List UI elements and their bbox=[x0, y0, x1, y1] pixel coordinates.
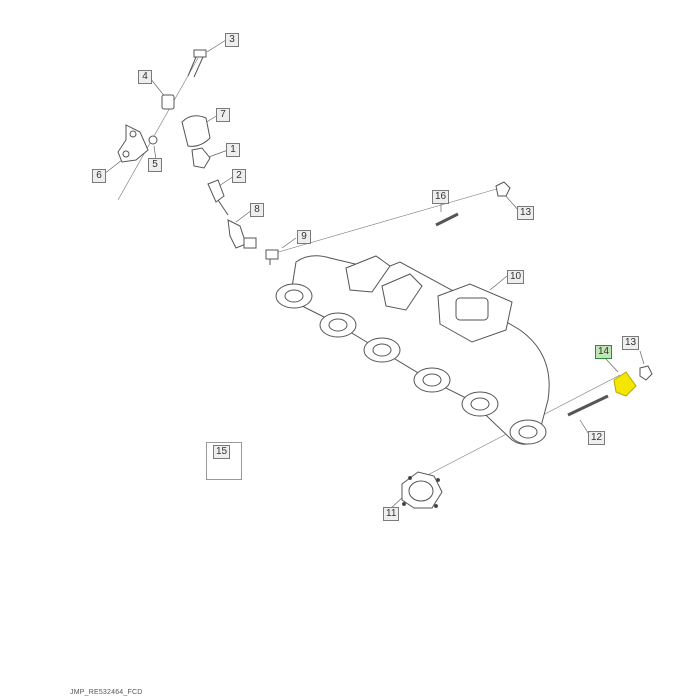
callout-13-top[interactable]: 13 bbox=[517, 206, 535, 220]
part-bracket-6 bbox=[117, 124, 149, 163]
callout-14[interactable]: 14 bbox=[595, 345, 613, 359]
part-bolt-3 bbox=[187, 49, 207, 78]
callout-16[interactable]: 16 bbox=[432, 190, 450, 204]
part-manifold-10 bbox=[275, 255, 550, 445]
callout-3[interactable]: 3 bbox=[225, 33, 239, 47]
callout-6[interactable]: 6 bbox=[92, 169, 106, 183]
callout-10[interactable]: 10 bbox=[507, 270, 525, 284]
callout-4[interactable]: 4 bbox=[138, 70, 152, 84]
callout-8[interactable]: 8 bbox=[250, 203, 264, 217]
callout-5[interactable]: 5 bbox=[148, 158, 162, 172]
callout-2[interactable]: 2 bbox=[232, 169, 246, 183]
callout-11[interactable]: 11 bbox=[383, 507, 400, 521]
part-clip-1 bbox=[191, 147, 211, 169]
callout-12[interactable]: 12 bbox=[588, 431, 606, 445]
part-stud-12 bbox=[567, 394, 609, 417]
callout-1[interactable]: 1 bbox=[226, 143, 240, 157]
part-shield-7 bbox=[181, 115, 211, 147]
callout-9[interactable]: 9 bbox=[297, 230, 311, 244]
part-nut-13-top bbox=[495, 181, 511, 197]
callout-13-right[interactable]: 13 bbox=[622, 336, 640, 350]
part-sensor-2 bbox=[207, 179, 229, 216]
part-gasket-11 bbox=[401, 471, 443, 509]
callout-15[interactable]: 15 bbox=[213, 445, 231, 459]
part-spacer-14-highlight bbox=[613, 371, 637, 397]
diagram-code: JMP_RE532464_FCD bbox=[70, 689, 143, 696]
part-stud-16 bbox=[435, 212, 459, 227]
part-nut-5 bbox=[148, 135, 158, 145]
part-plug-9 bbox=[265, 249, 279, 265]
part-nut-13-right bbox=[639, 365, 653, 381]
part-fitting-8 bbox=[227, 219, 257, 249]
callout-7[interactable]: 7 bbox=[216, 108, 230, 122]
part-spacer-4 bbox=[161, 94, 175, 110]
